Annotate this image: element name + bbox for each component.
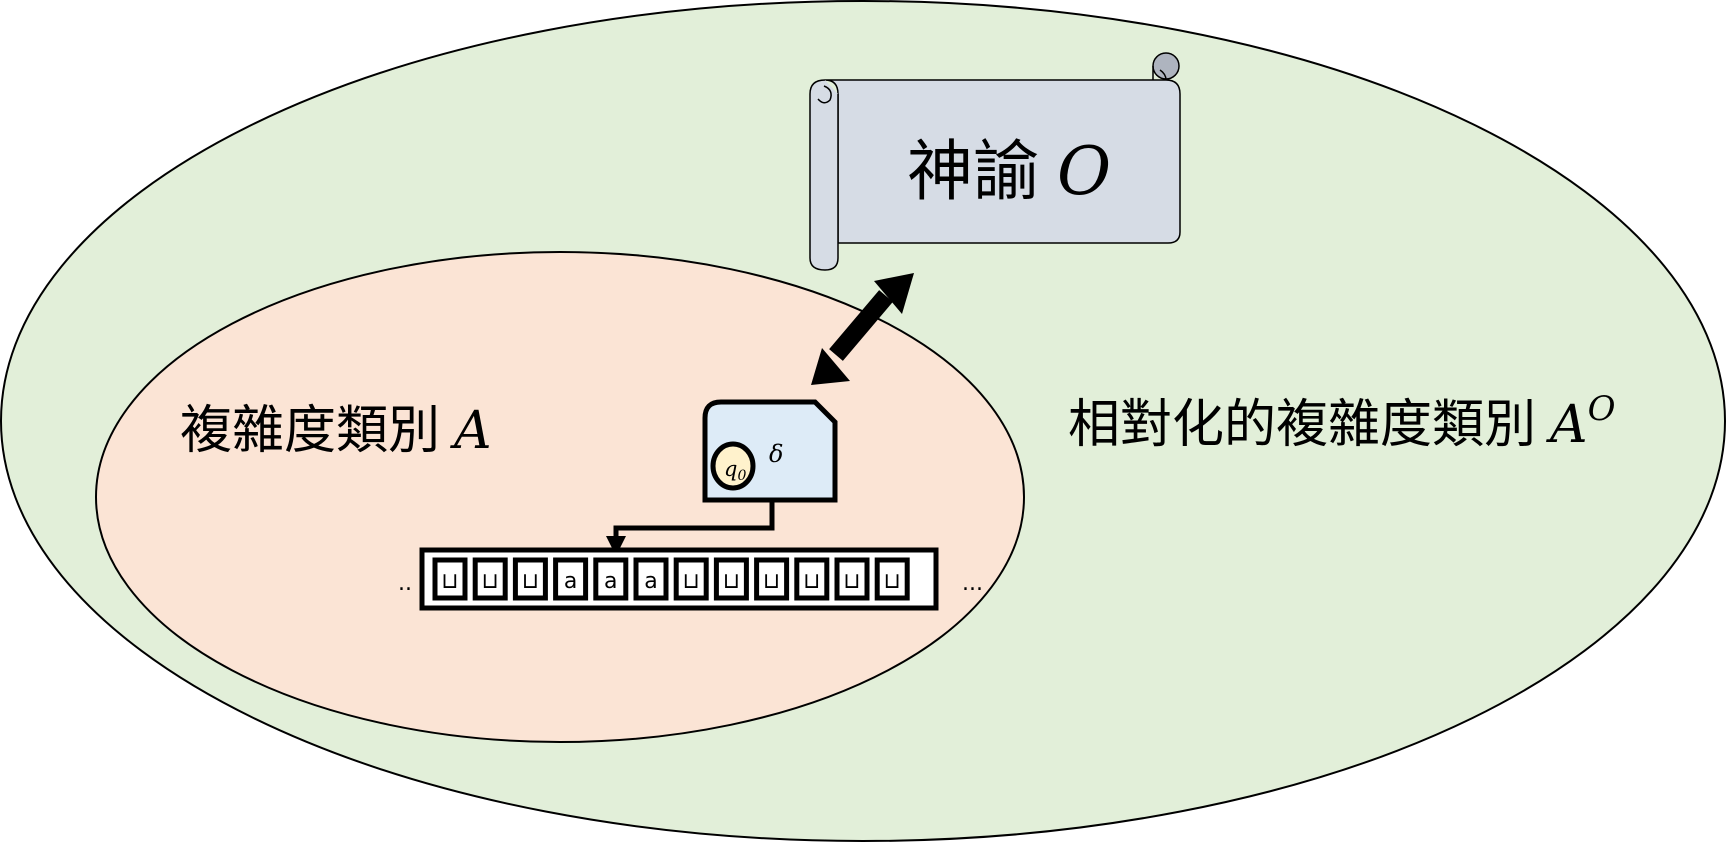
oracle-query-arrow [811, 273, 914, 385]
tape-cell: a [553, 557, 589, 601]
tape-cell-symbol: ⊔ [723, 569, 740, 594]
tape-left-ellipsis: .. [398, 571, 412, 596]
tape-cell: ⊔ [874, 557, 910, 601]
start-state-circle [710, 441, 756, 491]
tape-cell: ⊔ [432, 557, 468, 601]
tape-cell-symbol: a [604, 569, 617, 594]
tape-cell-symbol: ⊔ [884, 569, 901, 594]
tape-cell: ⊔ [472, 557, 508, 601]
tape-cell: ⊔ [673, 557, 709, 601]
tape-cell-symbol: ⊔ [843, 569, 860, 594]
tape-cell-symbol: ⊔ [763, 569, 780, 594]
tape-cell: ⊔ [713, 557, 749, 601]
tape-cell-symbol: ⊔ [803, 569, 820, 594]
tape-cell: ⊔ [794, 557, 830, 601]
tape-cell-symbol: ⊔ [441, 569, 458, 594]
tape-right-ellipsis: ... [962, 571, 983, 596]
machine-control-box: q0 δ [702, 399, 838, 503]
inner-region-ellipse [95, 251, 1025, 743]
tape-head-connector [606, 500, 775, 556]
tape-cell: ⊔ [512, 557, 548, 601]
tape-cell-symbol: ⊔ [522, 569, 539, 594]
start-state-label: q0 [724, 457, 746, 484]
tape-cell: ⊔ [754, 557, 790, 601]
tape-cell: ⊔ [834, 557, 870, 601]
tape-cell-symbol: a [644, 569, 657, 594]
tape-cell-symbol: a [564, 569, 577, 594]
tape-cell-symbol: ⊔ [683, 569, 700, 594]
tape-cell: a [593, 557, 629, 601]
tape-cell-symbol: ⊔ [482, 569, 499, 594]
tape: ⊔ ⊔ ⊔ a a a ⊔ ⊔ ⊔ ⊔ ⊔ ⊔ .. ... [398, 547, 983, 611]
transition-function-label: δ [769, 440, 783, 468]
tape-cell: a [633, 557, 669, 601]
